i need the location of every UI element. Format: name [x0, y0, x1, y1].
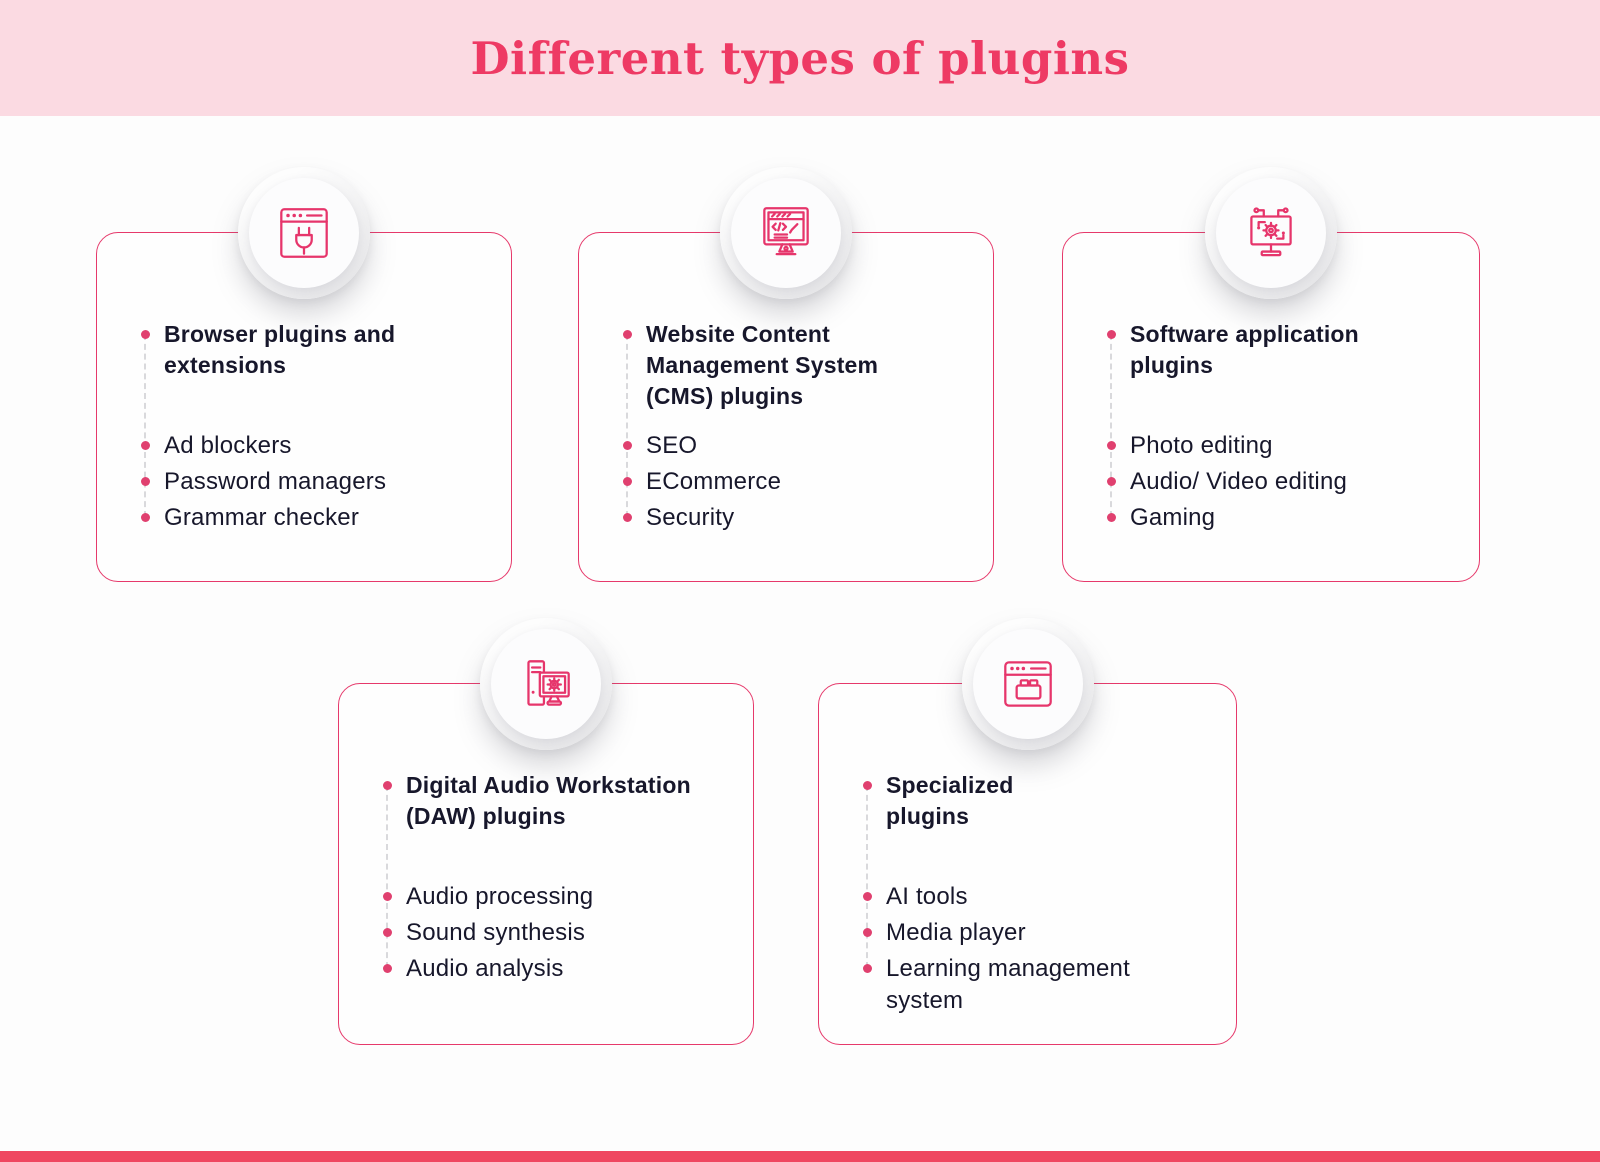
list-item: Sound synthesis — [383, 917, 739, 949]
bullet-dot — [623, 477, 632, 486]
card-content: Software application plugins Photo editi… — [1107, 319, 1465, 538]
card-heading-text: Website Content Management System (CMS) … — [646, 321, 879, 409]
card-heading-text: Digital Audio Workstation (DAW) plugins — [406, 772, 691, 829]
bullet-dot — [863, 892, 872, 901]
card-software-application-plugins: Software application plugins Photo editi… — [1062, 167, 1480, 582]
browser-plug-icon — [280, 208, 328, 258]
bullet-dot — [141, 477, 150, 486]
list-item: Audio/ Video editing — [1107, 466, 1465, 498]
list-item-text: Audio processing — [406, 883, 594, 910]
monitor-gear-circuit-icon — [1250, 207, 1292, 257]
list-item: AI tools — [863, 881, 1222, 913]
desktop-computer-gear-icon — [527, 660, 570, 706]
list-item-text: Security — [646, 504, 735, 531]
list-item: Audio analysis — [383, 953, 739, 985]
card-heading-text: Browser plugins and extensions — [164, 321, 396, 378]
list-item-text: Audio analysis — [406, 955, 564, 982]
bullet-dot — [863, 928, 872, 937]
icon-badge-inner — [1216, 178, 1326, 288]
icon-badge — [720, 167, 852, 299]
bullet-dot — [1107, 513, 1116, 522]
bullet-dot — [1107, 477, 1116, 486]
bullet-dot — [623, 513, 632, 522]
bullet-dot — [141, 330, 150, 339]
card-heading: Browser plugins and extensions — [141, 319, 497, 426]
list-item: Audio processing — [383, 881, 739, 913]
dashed-connector — [144, 334, 146, 517]
card-browser-plugins: Browser plugins and extensions Ad blocke… — [96, 167, 512, 582]
list-item: Learning management system — [863, 953, 1222, 1017]
header-banner: Different types of plugins — [0, 0, 1600, 116]
icon-badge — [961, 618, 1094, 750]
icon-badge — [238, 167, 370, 299]
card-content: Specialized plugins AI tools Media playe… — [863, 770, 1222, 1021]
card-daw-plugins: Digital Audio Workstation (DAW) plugins … — [338, 618, 754, 1045]
list-item-text: AI tools — [886, 883, 968, 910]
list-item-text: Gaming — [1130, 504, 1216, 531]
list-item-text: Audio/ Video editing — [1130, 468, 1348, 495]
bullet-dot — [383, 781, 392, 790]
list-item-text: Photo editing — [1130, 432, 1273, 459]
list-item-text: Ad blockers — [164, 432, 292, 459]
bullet-dot — [383, 964, 392, 973]
bullet-dot — [383, 892, 392, 901]
list-item-text: Sound synthesis — [406, 919, 586, 946]
bottom-accent-bar — [0, 1151, 1600, 1162]
card-specialized-plugins: Specialized plugins AI tools Media playe… — [818, 618, 1237, 1045]
bullet-dot — [863, 964, 872, 973]
bullet-dot — [141, 441, 150, 450]
list-item: ECommerce — [623, 466, 979, 498]
dashed-connector — [386, 785, 388, 968]
bullet-dot — [623, 330, 632, 339]
bullet-dot — [1107, 330, 1116, 339]
card-heading-text: Software application plugins — [1130, 321, 1359, 378]
card-content: Digital Audio Workstation (DAW) plugins … — [383, 770, 739, 989]
bullet-dot — [141, 513, 150, 522]
dashed-connector — [866, 785, 868, 968]
list-item: Ad blockers — [141, 430, 497, 462]
icon-badge-inner — [972, 629, 1083, 739]
icon-badge-inner — [731, 178, 841, 288]
icon-badge — [480, 618, 612, 750]
card-content: Website Content Management System (CMS) … — [623, 319, 979, 538]
list-item-text: Learning management system — [886, 955, 1130, 1014]
card-heading: Digital Audio Workstation (DAW) plugins — [383, 770, 739, 877]
card-cms-plugins: Website Content Management System (CMS) … — [578, 167, 994, 582]
card-heading: Specialized plugins — [863, 770, 1222, 877]
list-item: Media player — [863, 917, 1222, 949]
list-item: Photo editing — [1107, 430, 1465, 462]
list-item: SEO — [623, 430, 979, 462]
dashed-connector — [626, 334, 628, 517]
icon-badge-inner — [491, 629, 601, 739]
dashed-connector — [1110, 334, 1112, 517]
card-heading: Software application plugins — [1107, 319, 1465, 426]
bullet-dot — [863, 781, 872, 790]
bullet-dot — [1107, 441, 1116, 450]
page-title: Different types of plugins — [470, 31, 1130, 85]
list-item-text: Password managers — [164, 468, 387, 495]
list-item: Password managers — [141, 466, 497, 498]
bullet-dot — [383, 928, 392, 937]
icon-badge-inner — [249, 178, 359, 288]
list-item-text: Grammar checker — [164, 504, 360, 531]
card-heading-text: Specialized plugins — [886, 772, 1014, 829]
card-content: Browser plugins and extensions Ad blocke… — [141, 319, 497, 538]
list-item: Security — [623, 502, 979, 534]
card-heading: Website Content Management System (CMS) … — [623, 319, 979, 426]
list-item: Gaming — [1107, 502, 1465, 534]
list-item-text: Media player — [886, 919, 1026, 946]
cms-code-monitor-icon — [763, 207, 809, 256]
icon-badge — [1205, 167, 1337, 299]
list-item-text: ECommerce — [646, 468, 782, 495]
browser-brick-icon — [1003, 661, 1052, 707]
list-item: Grammar checker — [141, 502, 497, 534]
bullet-dot — [623, 441, 632, 450]
list-item-text: SEO — [646, 432, 698, 459]
